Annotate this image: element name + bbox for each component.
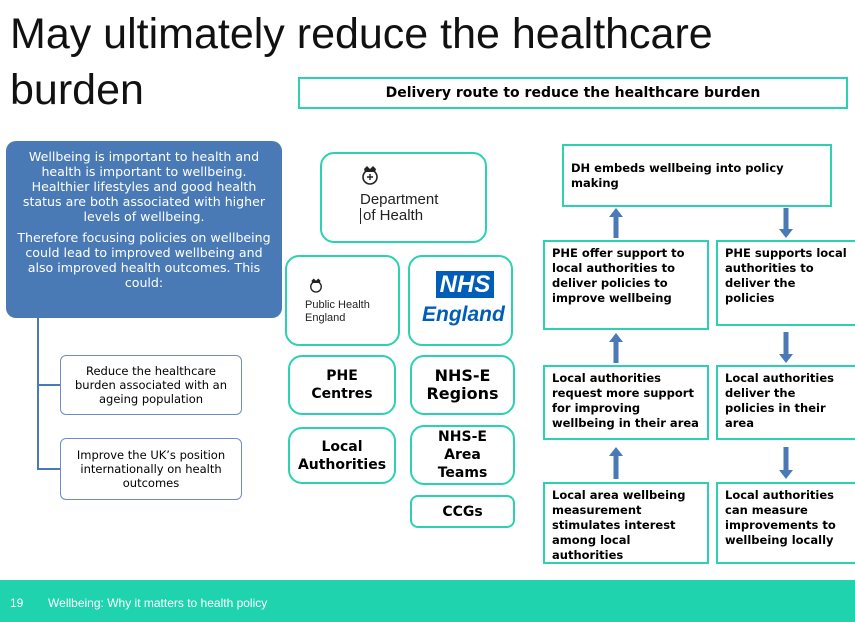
local-authorities-label: Local Authorities — [297, 438, 387, 473]
footer-title: Wellbeing: Why it matters to health poli… — [48, 596, 268, 610]
flow-text: Local authorities request more support f… — [552, 371, 699, 430]
arrow-up-icon — [609, 208, 623, 238]
footer: 19 Wellbeing: Why it matters to health p… — [10, 596, 267, 610]
arrow-down-icon — [779, 447, 793, 479]
org-public-health-england: Public Health England — [285, 255, 400, 346]
delivery-route-title: Delivery route to reduce the healthcare … — [298, 77, 848, 109]
phe-centres-label: PHE Centres — [311, 368, 373, 402]
org-ccgs: CCGs — [410, 495, 515, 528]
intro-paragraph-1: Wellbeing is important to health and hea… — [22, 149, 266, 224]
nhs-england-label: England — [422, 303, 505, 326]
nhse-regions-label: NHS-E Regions — [426, 366, 499, 403]
outcome-box-uk-position: Improve the UK’s position internationall… — [60, 438, 242, 500]
org-local-authorities: Local Authorities — [288, 427, 396, 484]
nhs-logo-icon: NHS — [436, 271, 494, 298]
outcome-text: Improve the UK’s position internationall… — [76, 448, 226, 490]
flow-text: PHE offer support to local authorities t… — [552, 246, 685, 305]
dh-logo-line2: of Health — [360, 208, 438, 224]
outcome-box-healthcare-burden: Reduce the healthcare burden associated … — [60, 355, 242, 415]
flow-text: DH embeds wellbeing into policy making — [571, 160, 784, 190]
arrow-down-icon — [779, 332, 793, 363]
flow-phe-offer-support: PHE offer support to local authorities t… — [543, 240, 709, 330]
org-department-of-health: Department of Health — [320, 152, 487, 243]
royal-crest-icon — [358, 164, 382, 193]
outcome-text: Reduce the healthcare burden associated … — [75, 364, 227, 406]
intro-box: Wellbeing is important to health and hea… — [6, 141, 282, 318]
flow-local-authorities-deliver: Local authorities deliver the policies i… — [716, 365, 855, 440]
flow-text: Local authorities deliver the policies i… — [725, 371, 834, 430]
org-nhse-regions: NHS-E Regions — [410, 355, 515, 415]
arrow-up-icon — [609, 447, 623, 479]
dh-logo-line1: Department — [360, 191, 439, 208]
footer-bar — [0, 580, 855, 622]
intro-paragraph-2: Therefore focusing policies on wellbeing… — [17, 230, 271, 290]
tree-connector — [37, 318, 39, 470]
royal-crest-icon — [307, 277, 325, 300]
page-title: May ultimately reduce the healthcare bur… — [10, 10, 713, 114]
org-nhse-area-teams: NHS-E Area Teams — [410, 425, 515, 485]
page-number: 19 — [10, 596, 24, 610]
flow-text: PHE supports local authorities to delive… — [725, 246, 847, 305]
tree-branch-2 — [37, 468, 60, 470]
flow-text: Local authorities can measure improvemen… — [725, 488, 836, 547]
tree-branch-1 — [37, 384, 60, 386]
flow-local-area-measurement: Local area wellbeing measurement stimula… — [543, 482, 709, 564]
flow-phe-supports-local: PHE supports local authorities to delive… — [716, 240, 855, 326]
phe-logo-line2: England — [305, 312, 346, 324]
flow-local-authorities-measure: Local authorities can measure improvemen… — [716, 482, 855, 564]
arrow-up-icon — [609, 333, 623, 363]
org-nhs-england: NHS England — [408, 255, 513, 346]
flow-text: Local area wellbeing measurement stimula… — [552, 488, 686, 562]
phe-logo-line1: Public Health — [305, 299, 370, 311]
flow-local-authorities-request: Local authorities request more support f… — [543, 365, 709, 440]
ccgs-label: CCGs — [442, 503, 483, 520]
nhse-area-teams-label: NHS-E Area Teams — [437, 429, 488, 481]
flow-dh-embeds-wellbeing: DH embeds wellbeing into policy making — [562, 144, 832, 207]
arrow-down-icon — [779, 208, 793, 238]
org-phe-centres: PHE Centres — [288, 355, 396, 415]
